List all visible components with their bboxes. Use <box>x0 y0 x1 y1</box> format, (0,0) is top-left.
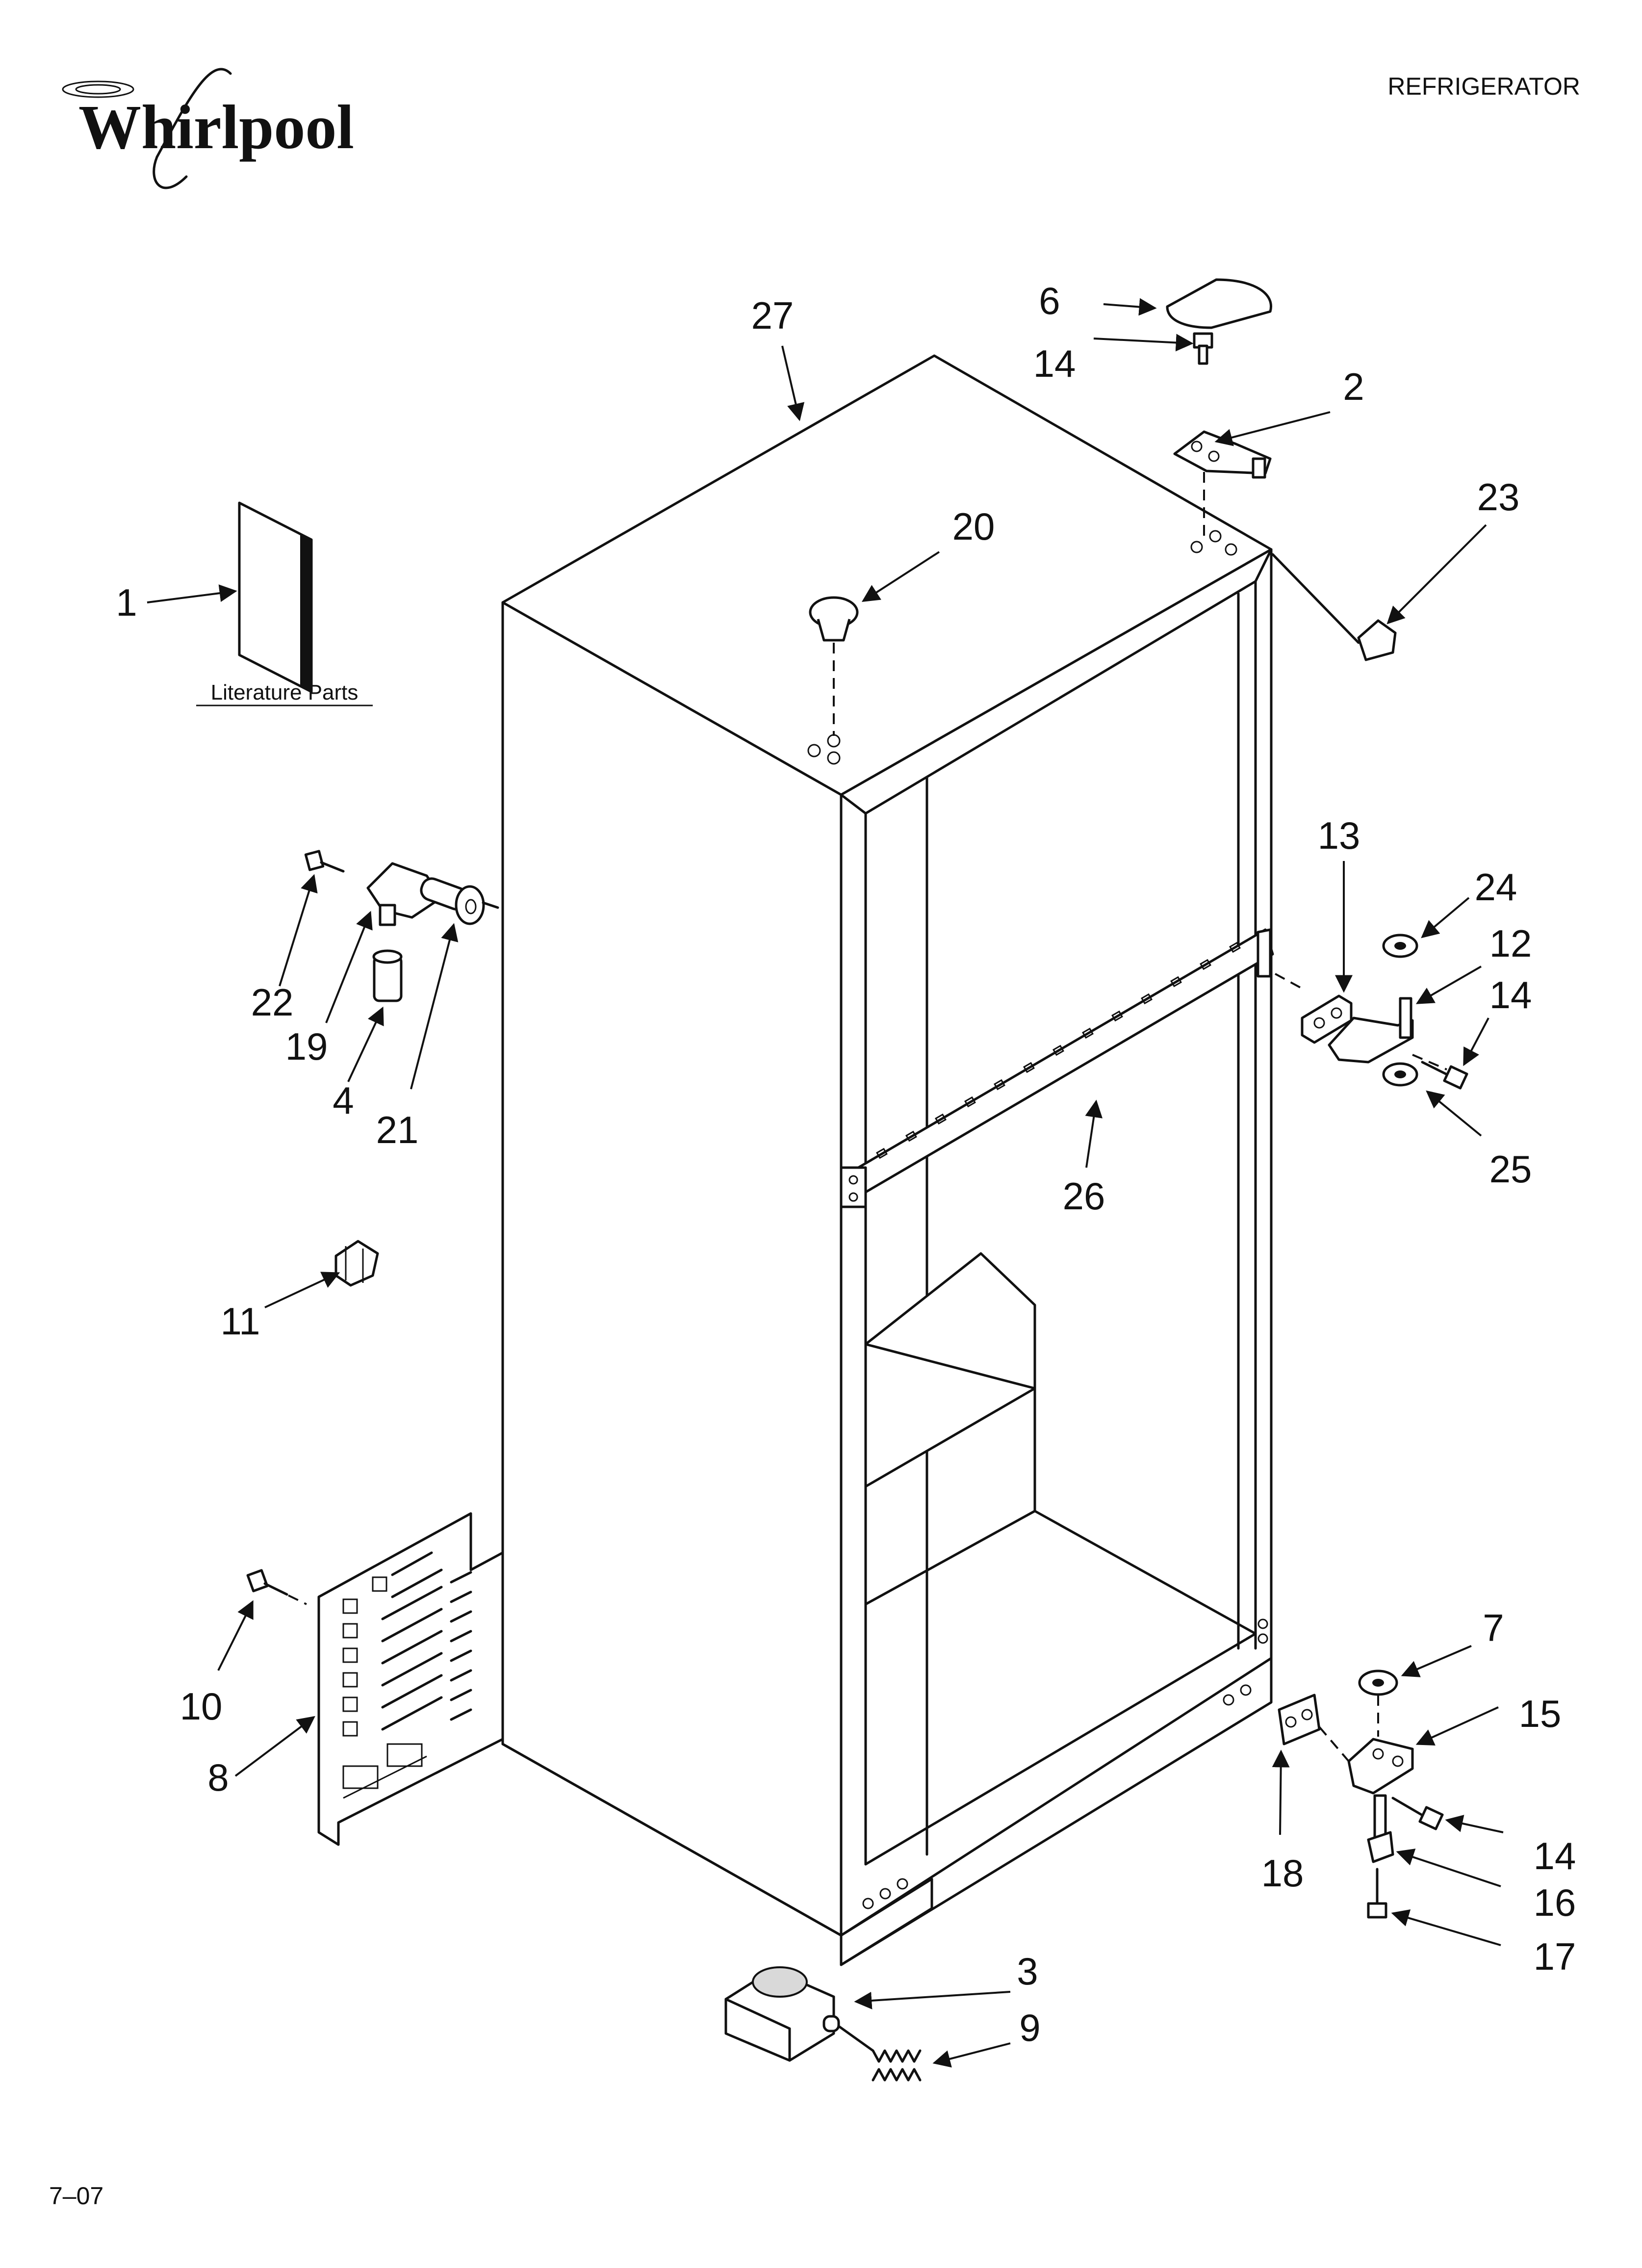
callout-10: 10 <box>180 1685 223 1728</box>
callout-12: 12 <box>1489 922 1532 965</box>
bottom-hinge-screw <box>1391 1797 1444 1830</box>
callout-7: 7 <box>1483 1606 1504 1649</box>
center-hinge-12 <box>1328 997 1414 1064</box>
literature-caption: Literature Parts <box>211 680 359 704</box>
callout-17: 17 <box>1534 1935 1576 1978</box>
section-title: REFRIGERATOR <box>1387 73 1580 100</box>
callout-14-bottom: 14 <box>1534 1834 1576 1877</box>
callout-23: 23 <box>1477 475 1520 519</box>
date-code: 7–07 <box>49 2182 103 2210</box>
plug-button <box>809 596 859 642</box>
center-hinge-screw <box>1421 1061 1468 1090</box>
callout-4: 4 <box>333 1079 354 1122</box>
spacer-18 <box>1278 1694 1321 1746</box>
center-rail <box>840 928 1274 1208</box>
cabinet <box>501 354 1273 1966</box>
callout-11: 11 <box>221 1300 260 1343</box>
bottom-hinge-15 <box>1347 1738 1414 1795</box>
callout-3: 3 <box>1017 1950 1038 1993</box>
callout-25: 25 <box>1489 1147 1532 1191</box>
left-screw-22 <box>304 850 345 873</box>
top-hinge <box>1173 430 1272 479</box>
callout-16: 16 <box>1534 1881 1576 1924</box>
callout-13: 13 <box>1318 814 1360 857</box>
roller-spring-9 <box>837 2025 922 2082</box>
callout-8: 8 <box>207 1756 229 1799</box>
callout-22: 22 <box>251 981 294 1024</box>
kickplate <box>317 1512 504 1846</box>
top-hinge-screw <box>1193 332 1213 365</box>
callout-2: 2 <box>1343 365 1364 408</box>
kickplate-screw-10 <box>246 1569 288 1596</box>
callout-1: 1 <box>116 581 137 624</box>
callout-21: 21 <box>376 1108 419 1151</box>
callout-14-top: 14 <box>1033 342 1076 385</box>
washer-25 <box>1382 1062 1418 1087</box>
hinge-pin-16 <box>1367 1794 1394 1863</box>
leveling-screw-17 <box>1367 1868 1387 1919</box>
hinge-part-23 <box>1357 619 1397 661</box>
callout-20: 20 <box>952 505 995 548</box>
bushing-4 <box>372 949 403 1002</box>
whirlpool-logo: Whirlpool <box>62 68 354 189</box>
roller-assembly <box>724 1966 840 2062</box>
hinge-cover <box>1166 278 1272 329</box>
washer-21 <box>455 885 485 925</box>
callout-9: 9 <box>1019 2006 1040 2049</box>
callout-18: 18 <box>1261 1851 1304 1895</box>
left-hinge-19 <box>366 862 468 926</box>
brand-name: Whirlpool <box>78 92 354 162</box>
washer-24 <box>1382 934 1418 958</box>
callout-15: 15 <box>1519 1692 1562 1735</box>
callout-14-center: 14 <box>1489 973 1532 1017</box>
clip-11 <box>334 1240 379 1287</box>
callout-labels: 1 2 3 4 6 7 8 9 10 11 12 13 14 14 14 15 … <box>116 279 1576 2049</box>
literature-parts: Literature Parts <box>196 501 373 706</box>
washer-7 <box>1358 1669 1398 1696</box>
callout-19: 19 <box>285 1025 328 1068</box>
callout-arrows <box>147 298 1504 2068</box>
callout-6: 6 <box>1039 279 1060 322</box>
callout-26: 26 <box>1063 1174 1105 1218</box>
callout-24: 24 <box>1475 865 1517 909</box>
callout-27: 27 <box>751 294 794 337</box>
